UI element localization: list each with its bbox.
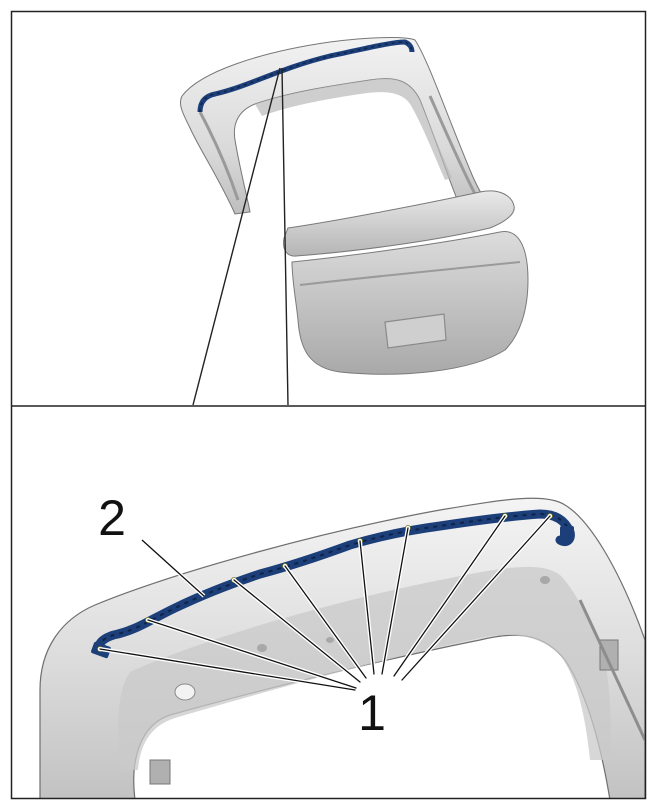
callout-1-leaders xyxy=(99,515,551,691)
frame-bracket xyxy=(149,759,171,785)
leader-line xyxy=(359,540,375,675)
license-plate-recess xyxy=(384,313,447,349)
leader-line xyxy=(284,565,367,679)
zoom-line-right xyxy=(281,67,289,405)
frame-hole xyxy=(257,644,267,652)
harness-connector-right xyxy=(560,526,574,540)
callout-2-leader xyxy=(141,539,205,597)
leader-line xyxy=(147,619,357,689)
leader-line xyxy=(393,515,506,677)
leader-line xyxy=(401,515,551,681)
figure-border xyxy=(10,10,647,800)
leader-line xyxy=(233,579,361,683)
leader-line xyxy=(99,648,356,691)
overview-panel xyxy=(179,37,529,405)
liftgate-frame-inner xyxy=(255,78,452,180)
detail-panel: 1 2 xyxy=(39,489,645,798)
leader-line xyxy=(381,527,409,675)
detail-frame-recess xyxy=(118,566,611,770)
liftgate-spoiler xyxy=(283,190,515,257)
zoom-line-left xyxy=(192,67,281,405)
frame-hole xyxy=(326,637,334,643)
frame-hole xyxy=(540,576,550,584)
frame-bracket xyxy=(599,639,619,671)
frame-hole xyxy=(174,683,196,701)
callout-label-1: 1 xyxy=(358,685,386,741)
callout-label-2: 2 xyxy=(98,490,126,546)
